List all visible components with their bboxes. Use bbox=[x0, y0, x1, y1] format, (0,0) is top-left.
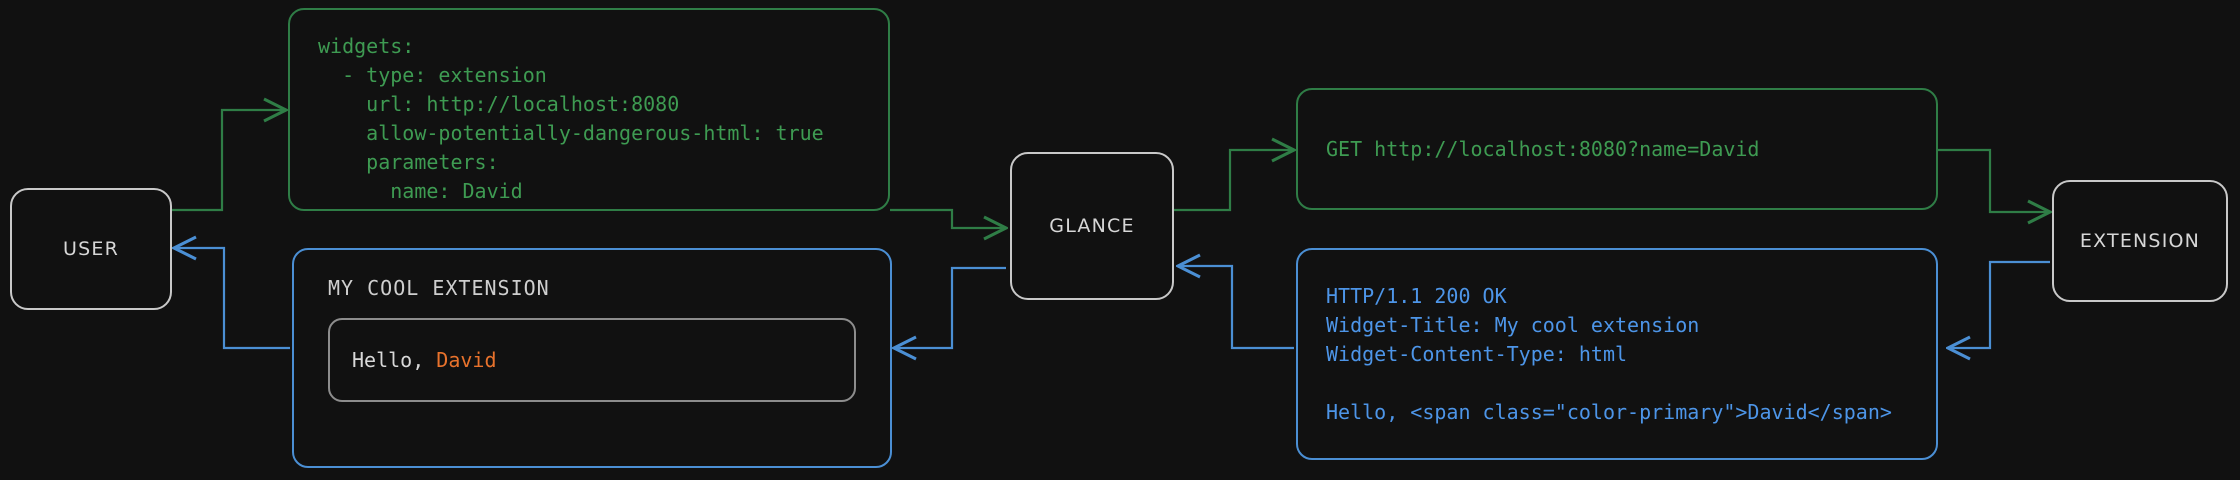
edge-user-to-config bbox=[172, 110, 286, 212]
widget-greeting: Hello, David bbox=[352, 348, 497, 372]
node-extension[interactable]: EXTENSION bbox=[2052, 180, 2228, 302]
edge-glance-to-widget bbox=[894, 266, 1006, 348]
box-http-request[interactable]: GET http://localhost:8080?name=David bbox=[1296, 88, 1938, 210]
widget-greeting-name: David bbox=[436, 348, 497, 372]
node-glance[interactable]: GLANCE bbox=[1010, 152, 1174, 300]
node-user-label: USER bbox=[63, 238, 119, 260]
edge-glance-to-request bbox=[1174, 150, 1294, 212]
widget-greeting-prefix: Hello, bbox=[352, 348, 437, 372]
widget-title: MY COOL EXTENSION bbox=[328, 276, 550, 300]
edge-config-to-glance bbox=[890, 208, 1006, 228]
config-yaml-text: widgets: - type: extension url: http://l… bbox=[318, 34, 824, 203]
node-extension-label: EXTENSION bbox=[2079, 230, 2201, 252]
edge-extension-to-response bbox=[1948, 260, 2050, 348]
edge-request-to-extension bbox=[1938, 148, 2050, 212]
edge-widget-to-user bbox=[174, 248, 290, 350]
box-rendered-widget[interactable]: MY COOL EXTENSION Hello, David bbox=[292, 248, 892, 468]
node-user[interactable]: USER bbox=[10, 188, 172, 310]
http-request-text: GET http://localhost:8080?name=David bbox=[1326, 136, 1760, 161]
widget-content-area: Hello, David bbox=[328, 318, 856, 402]
node-glance-label: GLANCE bbox=[1049, 215, 1135, 237]
http-response-text: HTTP/1.1 200 OK Widget-Title: My cool ex… bbox=[1326, 283, 1892, 424]
edge-response-to-glance bbox=[1178, 266, 1294, 350]
box-http-response[interactable]: HTTP/1.1 200 OK Widget-Title: My cool ex… bbox=[1296, 248, 1938, 460]
box-config-yaml[interactable]: widgets: - type: extension url: http://l… bbox=[288, 8, 890, 211]
